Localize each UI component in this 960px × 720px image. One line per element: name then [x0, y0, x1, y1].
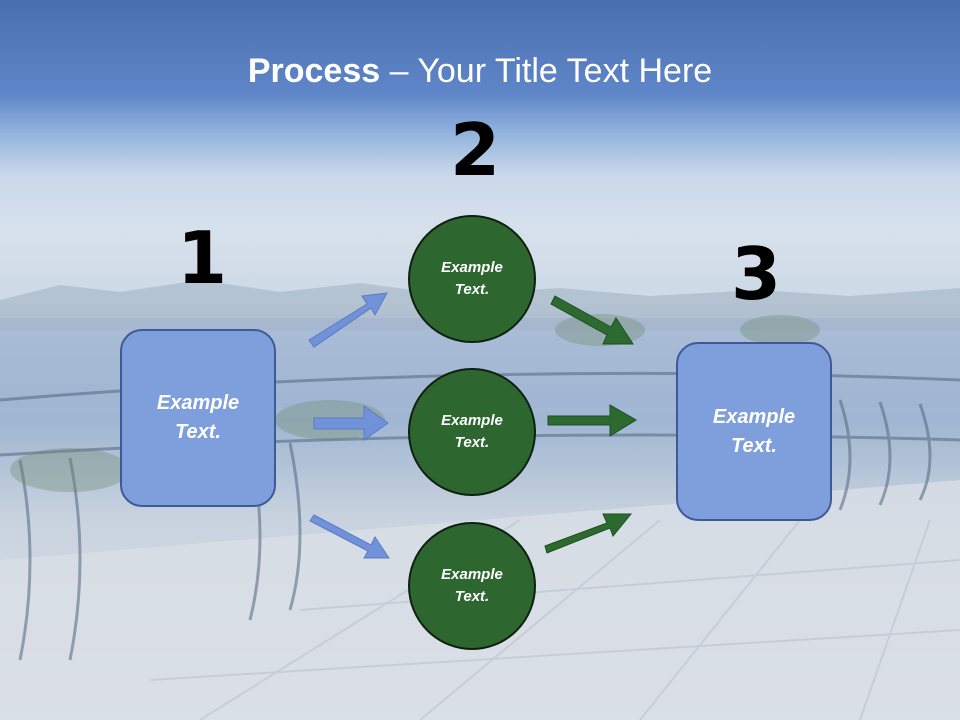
step-number-1: 1 [177, 216, 228, 300]
circle-top-line2: Text. [454, 281, 490, 298]
circle-middle-line1: Example [441, 411, 503, 429]
arrow-green-right [547, 404, 637, 437]
right-box-line1: Example [712, 405, 796, 428]
left-box-line1: Example [156, 392, 240, 414]
circle-bottom-line2: Text. [454, 588, 490, 605]
slide-title: Process – Your Title Text Here [0, 52, 960, 91]
step-number-2: 2 [450, 108, 501, 192]
left-box-line2: Text. [175, 421, 221, 443]
title-rest: – Your Title Text Here [380, 52, 713, 90]
arrow-blue-right [313, 405, 389, 441]
right-box-line2: Text. [731, 434, 777, 457]
arrow-green-up [544, 513, 633, 554]
arrow-blue-down [309, 514, 390, 559]
title-bold: Process [247, 52, 381, 90]
arrow-green-down [550, 295, 634, 345]
circle-top-line1: Example [441, 258, 503, 276]
circle-middle-line2: Text. [454, 434, 490, 451]
step-number-3: 3 [731, 232, 782, 316]
arrow-blue-up [308, 292, 388, 348]
circle-bottom-line1: Example [441, 565, 503, 583]
